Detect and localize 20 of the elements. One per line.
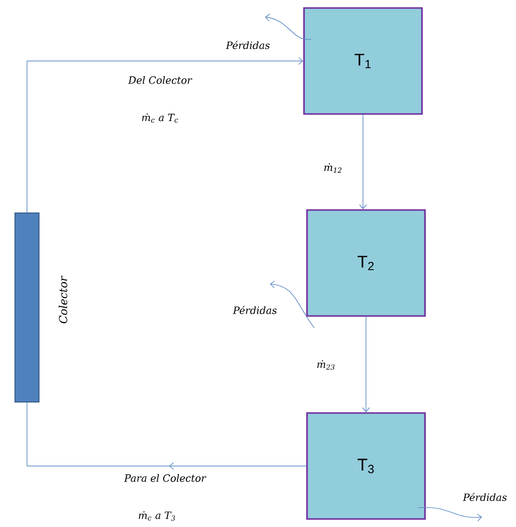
edge-label: Pérdidas — [224, 40, 272, 50]
edge-label: Pérdidas — [232, 304, 278, 316]
arrow — [265, 14, 312, 40]
arrow — [26, 57, 304, 213]
node-caption: Colector — [58, 276, 68, 324]
arrow — [362, 316, 370, 412]
edge-label: Del Colector — [127, 75, 193, 85]
flow-label: ṁ$_{c}$ a T$_{3}$ — [138, 511, 175, 521]
edge-label: ṁ$_{12}$ — [322, 162, 344, 174]
tank-box: T$_{1}$ — [303, 7, 423, 115]
arrow — [270, 280, 315, 328]
edge-label: ṁ$_{23}$ — [316, 359, 336, 371]
collector-bar — [14, 212, 40, 402]
tank-box: T$_{3}$ — [306, 412, 426, 520]
flow-label: ṁ$_{c}$ a T$_{c}$ — [142, 113, 178, 123]
edge-label: Pérdidas — [462, 492, 508, 502]
tank-box: T$_{2}$ — [306, 209, 426, 317]
arrow — [359, 114, 367, 210]
arrow — [417, 507, 482, 522]
edge-label: Para el Colector — [123, 473, 207, 483]
